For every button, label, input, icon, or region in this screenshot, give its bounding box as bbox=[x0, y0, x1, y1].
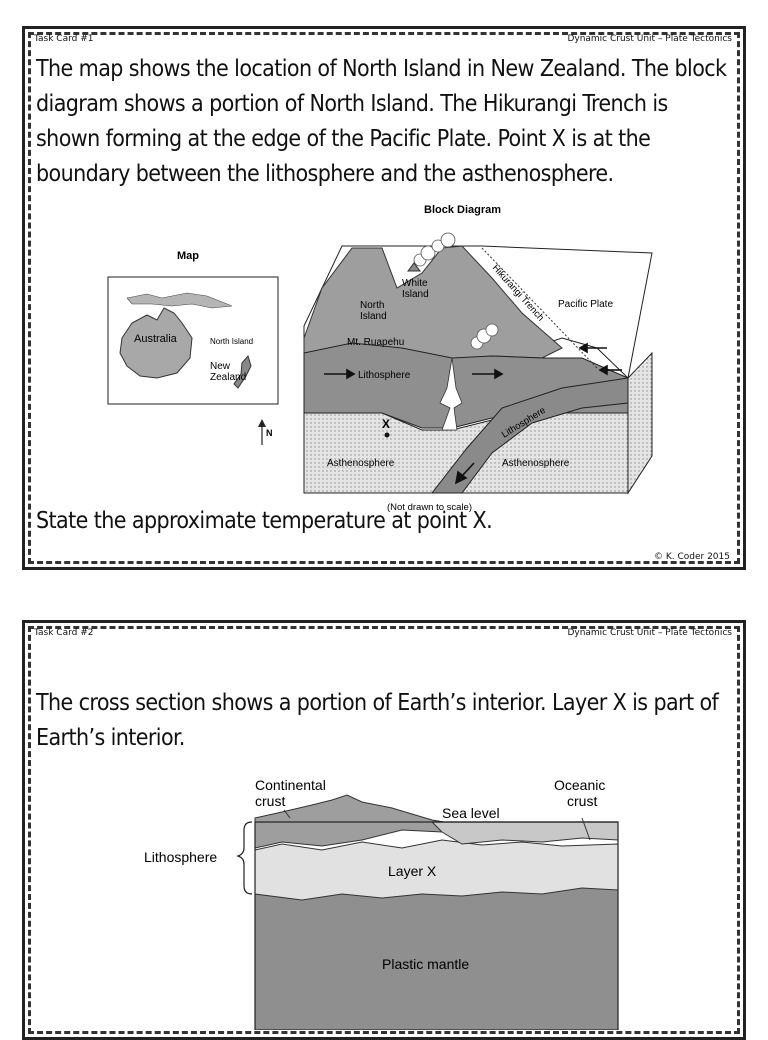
sea-level-label: Sea level bbox=[442, 805, 500, 821]
block-side-face bbox=[627, 351, 653, 495]
plastic-mantle-region bbox=[255, 888, 618, 1030]
lithosphere-brace bbox=[236, 821, 253, 895]
plastic-mantle-label: Plastic mantle bbox=[382, 956, 469, 972]
north-island-label-2: Island bbox=[360, 311, 387, 322]
asthenosphere-right-label: Asthenosphere bbox=[502, 458, 570, 469]
layer-x-label: Layer X bbox=[388, 863, 437, 879]
oceanic-crust-label: Oceanic bbox=[554, 777, 605, 793]
card-border bbox=[22, 26, 746, 570]
volcano-plume-icon bbox=[413, 232, 499, 350]
asthenosphere-left-label: Asthenosphere bbox=[327, 458, 395, 469]
layer-x-region bbox=[254, 839, 619, 901]
scale-note: (Not drawn to scale) bbox=[387, 502, 472, 513]
point-x-label: X bbox=[382, 417, 390, 431]
map-title: Map bbox=[177, 250, 199, 262]
new-zealand-label: New bbox=[210, 361, 231, 372]
card-label: Task Card #1 bbox=[34, 34, 94, 44]
oceanic-leader bbox=[581, 817, 591, 841]
indonesia-shape bbox=[126, 292, 233, 309]
section-frame bbox=[254, 821, 619, 1030]
north-arrow-icon bbox=[258, 419, 266, 445]
north-island-map-label: North Island bbox=[210, 337, 253, 346]
white-island-label: White bbox=[402, 278, 428, 289]
subducting-slab bbox=[430, 377, 629, 494]
plate-motion-arrows bbox=[324, 342, 622, 485]
task-card-1: Task Card #1 Dynamic Crust Unit – Plate … bbox=[22, 26, 746, 570]
new-zealand-label-2: Zealand bbox=[210, 372, 246, 383]
card-prompt: The cross section shows a portion of Ear… bbox=[36, 690, 719, 751]
oceanic-crust-region bbox=[430, 821, 619, 845]
unit-label: Dynamic Crust Unit – Plate Tectonics bbox=[567, 34, 732, 44]
australia-shape bbox=[119, 307, 193, 379]
card-prompt: The map shows the location of North Isla… bbox=[36, 56, 727, 187]
continental-crust-label-2: crust bbox=[255, 793, 285, 809]
magma-plume bbox=[439, 357, 463, 431]
nz-shape bbox=[233, 354, 252, 389]
pacific-plate-label: Pacific Plate bbox=[558, 299, 613, 310]
card-label: Task Card #2 bbox=[34, 628, 94, 638]
north-arrow-label: N bbox=[266, 428, 273, 438]
mt-ruapehu-label: Mt. Ruapehu bbox=[347, 337, 404, 348]
card-header: Task Card #2 Dynamic Crust Unit – Plate … bbox=[34, 628, 732, 638]
oceanic-crust-label-2: crust bbox=[567, 793, 597, 809]
white-island-volcano bbox=[407, 262, 421, 272]
plate-figure: Map Australia North Island New Zealand N… bbox=[107, 204, 653, 513]
australia-label: Australia bbox=[134, 333, 178, 345]
block-diagram-title: Block Diagram bbox=[424, 204, 501, 216]
continental-crust-label: Continental bbox=[255, 777, 326, 793]
white-island-label-2: Island bbox=[402, 289, 429, 300]
continental-leader bbox=[283, 809, 291, 819]
lithosphere-label: Lithosphere bbox=[144, 849, 217, 865]
task-card-2: Task Card #2 Dynamic Crust Unit – Plate … bbox=[22, 620, 746, 1040]
card-question: State the approximate temperature at poi… bbox=[36, 508, 493, 534]
lithosphere-left-label: Lithosphere bbox=[358, 370, 411, 381]
unit-label: Dynamic Crust Unit – Plate Tectonics bbox=[567, 628, 732, 638]
cross-section-figure: Continental crust Oceanic crust Sea leve… bbox=[144, 777, 619, 1030]
north-island-label: North bbox=[360, 300, 384, 311]
point-x-marker bbox=[384, 432, 390, 438]
copyright: © K. Coder 2015 bbox=[654, 552, 730, 562]
card-header: Task Card #1 Dynamic Crust Unit – Plate … bbox=[34, 34, 732, 44]
